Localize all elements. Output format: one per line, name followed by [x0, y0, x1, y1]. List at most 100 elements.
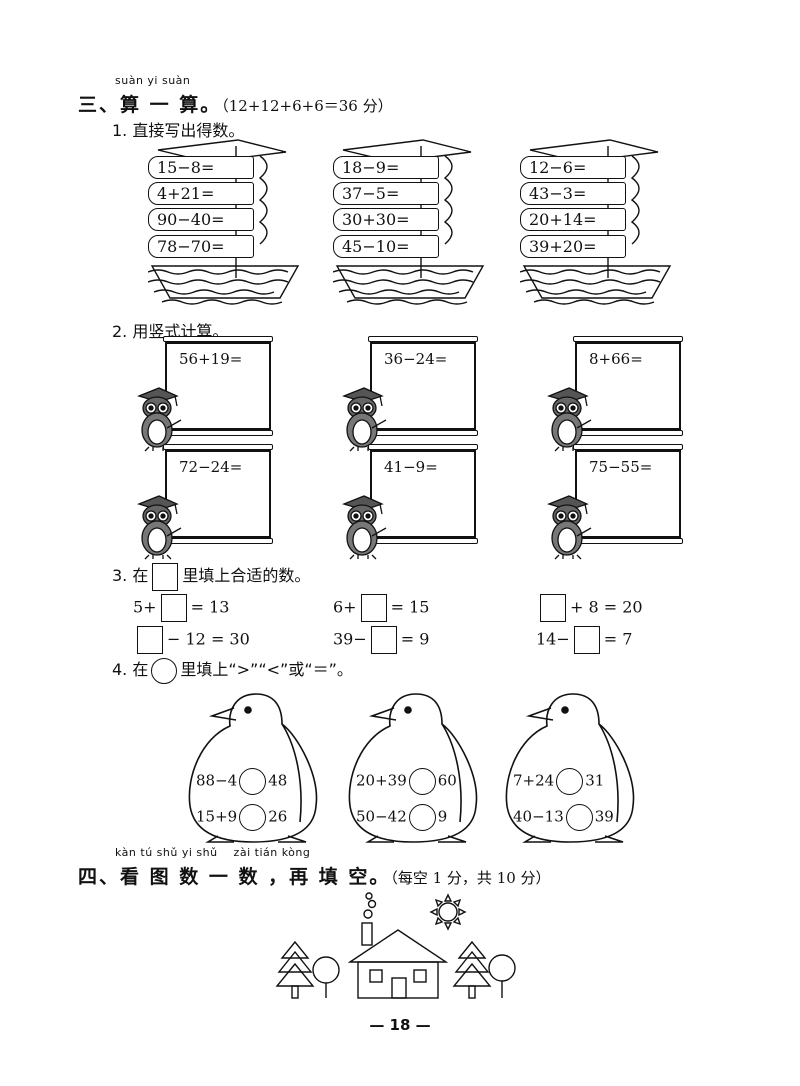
penguin-icon — [188, 693, 318, 843]
equation-right: − 12 = 30 — [167, 629, 250, 649]
compare-right: 26 — [268, 807, 288, 826]
equation: 18−9= — [333, 156, 439, 179]
pine-tree-icon — [452, 940, 492, 999]
answer-box[interactable] — [160, 594, 187, 622]
equation: 37−5= — [333, 182, 439, 205]
compare-left: 50−42 — [356, 807, 407, 826]
compare-left: 15+9 — [196, 807, 238, 826]
house-scene-illustration — [275, 892, 516, 999]
vertical-calc-expression: 8+66= — [589, 350, 643, 368]
compare-answer-circle[interactable] — [239, 804, 267, 831]
board-top-rod — [163, 444, 273, 450]
section4-pinyin: kàn tú shǔ yi shǔ zài tián kòng — [115, 846, 311, 859]
owl-teacher-icon — [137, 387, 182, 452]
section3-header: 三、算 一 算。（12+12+6+6＝36 分） — [78, 90, 393, 117]
sun-icon — [429, 893, 467, 931]
answer-box[interactable] — [540, 594, 566, 622]
board-top-rod — [163, 336, 273, 342]
boat-group: 15−8=4+21=90−40=78−70= — [148, 138, 308, 308]
q1-label: 1. 直接写出得数。 — [112, 121, 245, 140]
owl-figure — [543, 382, 593, 456]
compare-right: 60 — [437, 771, 457, 790]
fill-blank-equation: + 8 = 20 — [536, 594, 643, 622]
pine-tree-icon — [275, 940, 315, 999]
equation-right: = 7 — [603, 629, 633, 649]
board-top-rod — [573, 336, 683, 342]
compare-right: 9 — [437, 807, 448, 826]
section3-score: （12+12+6+6＝36 分） — [221, 97, 393, 115]
vertical-calc-expression: 56+19= — [179, 350, 243, 368]
board-top-rod — [368, 336, 478, 342]
penguin-group: 88−4 48 15+9 26 — [178, 686, 328, 846]
penguin-icon — [348, 693, 478, 843]
owl-figure — [338, 490, 388, 564]
equation: 39+20= — [520, 235, 626, 258]
fill-blank-equation: 14− = 7 — [536, 626, 632, 654]
equation-left: 6+ — [333, 597, 357, 617]
page-number: — 18 — — [369, 1016, 431, 1034]
round-tree-icon — [488, 954, 516, 998]
section4-score: （每空 1 分，共 10 分） — [390, 869, 551, 887]
penguin-icon — [505, 693, 635, 843]
compare-left: 40−13 — [513, 807, 564, 826]
compare-row: 40−13 39 — [513, 804, 614, 831]
answer-box[interactable] — [370, 626, 397, 654]
section4-header: 四、看 图 数 一 数 ，再 填 空。（每空 1 分，共 10 分） — [78, 862, 551, 889]
answer-box[interactable] — [573, 626, 600, 654]
owl-teacher-icon — [342, 495, 387, 560]
owl-figure — [133, 490, 183, 564]
section3-title: 算 一 算 — [120, 94, 201, 116]
boat-group: 18−9=37−5=30+30=45−10= — [333, 138, 493, 308]
equation-right: = 13 — [190, 597, 230, 617]
answer-box[interactable] — [137, 626, 163, 654]
compare-row: 7+24 31 — [513, 768, 604, 795]
compare-left: 88−4 — [196, 771, 238, 790]
q4-label-post: 里填上“>”“<”或“＝”。 — [180, 660, 353, 679]
owl-figure — [338, 382, 388, 456]
owl-teacher-icon — [342, 387, 387, 452]
answer-box[interactable] — [360, 594, 387, 622]
compare-row: 88−4 48 — [196, 768, 287, 795]
vertical-calc-expression: 75−55= — [589, 458, 653, 476]
chalkboard: 41−9= — [370, 450, 476, 538]
equation: 12−6= — [520, 156, 626, 179]
equation-left: 14− — [536, 629, 570, 649]
compare-left: 7+24 — [513, 771, 555, 790]
compare-row: 15+9 26 — [196, 804, 287, 831]
chalkboard: 75−55= — [575, 450, 681, 538]
vertical-calc-expression: 41−9= — [384, 458, 438, 476]
fill-blank-equation: 6+ = 15 — [333, 594, 429, 622]
q4-label: 4. 在里填上“>”“<”或“＝”。 — [112, 656, 353, 684]
fill-blank-equation: 39−= 9 — [333, 626, 429, 654]
section3-number: 三、 — [78, 94, 121, 116]
compare-answer-circle[interactable] — [408, 804, 436, 831]
fill-blank-equation: 5+ = 13 — [133, 594, 229, 622]
penguin-group: 7+24 31 40−13 39 — [495, 686, 645, 846]
section4-title: 看 图 数 一 数 ，再 填 空 — [120, 866, 370, 888]
compare-right: 39 — [594, 807, 614, 826]
compare-right: 31 — [585, 771, 605, 790]
house-icon — [347, 922, 449, 999]
section3-dot: 。 — [200, 94, 222, 116]
compare-answer-circle[interactable] — [408, 768, 436, 795]
equation: 30+30= — [333, 208, 439, 231]
compare-answer-circle[interactable] — [556, 768, 584, 795]
chalkboard: 72−24= — [165, 450, 271, 538]
equation: 15−8= — [148, 156, 254, 179]
section3-pinyin: suàn yi suàn — [115, 74, 191, 87]
owl-teacher-icon — [547, 495, 592, 560]
round-tree-icon — [312, 956, 340, 998]
equation-left: 5+ — [133, 597, 157, 617]
equation-right: = 15 — [390, 597, 430, 617]
fill-blank-equation: − 12 = 30 — [133, 626, 250, 654]
vertical-calc-expression: 36−24= — [384, 350, 448, 368]
equation-right: + 8 = 20 — [570, 597, 643, 617]
equation: 4+21= — [148, 182, 254, 205]
chalkboard: 36−24= — [370, 342, 476, 430]
equation: 20+14= — [520, 208, 626, 231]
compare-answer-circle[interactable] — [565, 804, 593, 831]
compare-answer-circle[interactable] — [239, 768, 267, 795]
compare-right: 48 — [268, 771, 288, 790]
